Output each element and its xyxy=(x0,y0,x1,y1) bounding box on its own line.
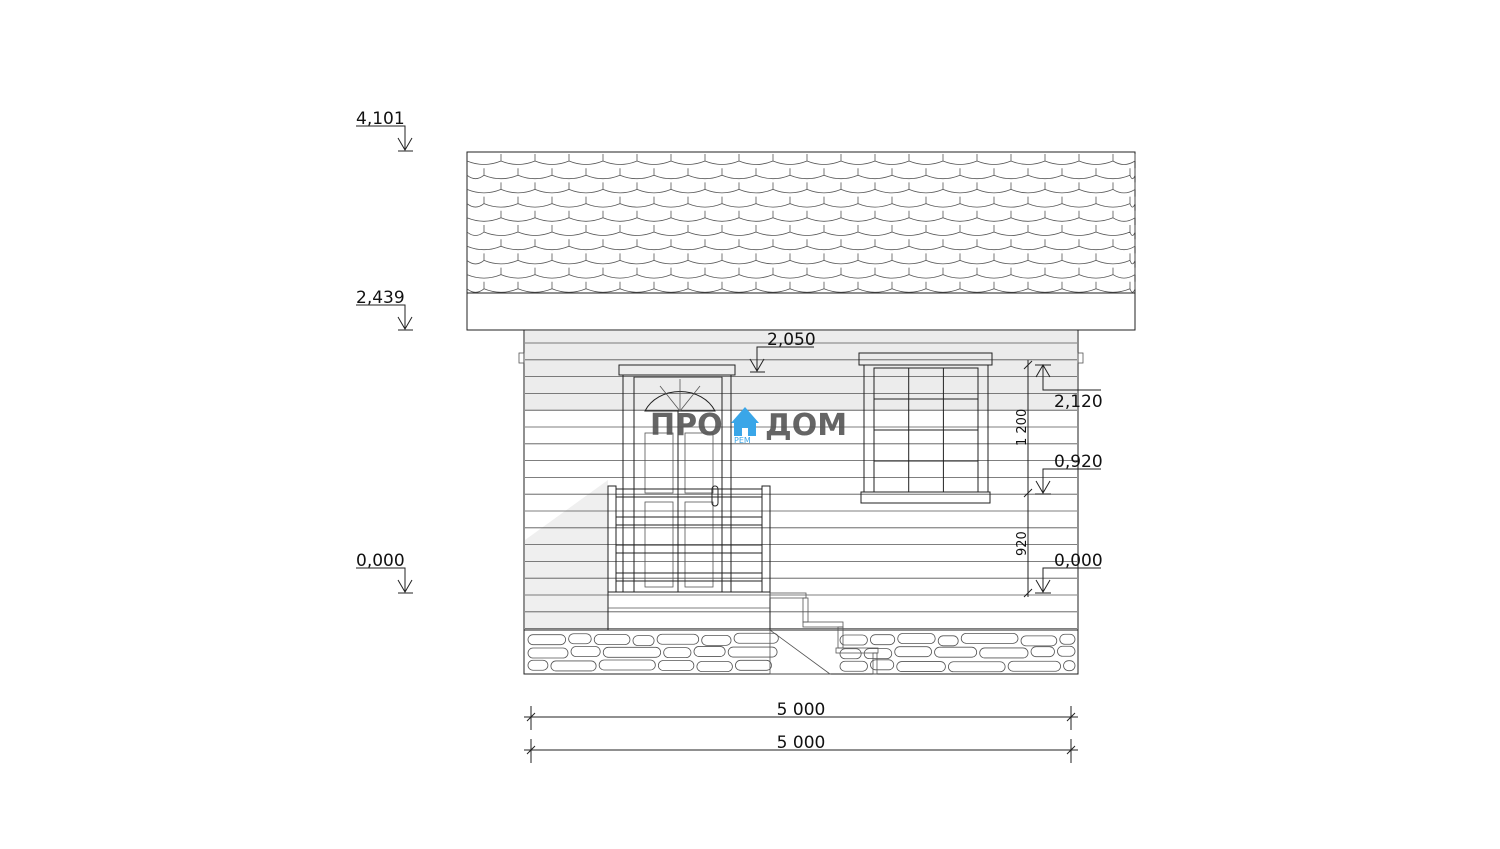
watermark-logo: ПРО РЕМ ДОМ xyxy=(650,407,847,445)
roof xyxy=(466,151,1136,331)
horizontal-dimension: 5 000 xyxy=(524,733,1078,763)
svg-text:0,000: 0,000 xyxy=(1054,551,1103,571)
house-icon xyxy=(731,407,759,436)
logo-subtext: РЕМ xyxy=(734,436,751,445)
porch xyxy=(607,485,879,675)
level-marker-right: 0,920 xyxy=(1035,452,1103,495)
svg-text:0,920: 0,920 xyxy=(1054,452,1103,472)
svg-text:5 000: 5 000 xyxy=(777,700,826,720)
stairs[interactable] xyxy=(769,592,879,675)
railing-post xyxy=(607,485,617,593)
svg-text:2,050: 2,050 xyxy=(767,330,816,350)
level-marker-right: 2,120 xyxy=(1035,364,1103,412)
window[interactable] xyxy=(858,352,993,504)
svg-text:920: 920 xyxy=(1015,531,1030,556)
shadow xyxy=(525,480,608,630)
svg-text:5 000: 5 000 xyxy=(777,733,826,753)
level-marker-left: 4,101 xyxy=(356,109,413,152)
svg-text:2,120: 2,120 xyxy=(1054,392,1103,412)
railing-post xyxy=(761,485,771,593)
roof-fascia xyxy=(466,292,1136,331)
level-marker-left: 0,000 xyxy=(356,551,413,594)
level-marker-top: 2,050 xyxy=(749,330,816,373)
wall xyxy=(518,329,1084,631)
svg-text:2,439: 2,439 xyxy=(356,288,405,308)
roof-shingles xyxy=(466,154,1136,293)
svg-text:4,101: 4,101 xyxy=(356,109,405,129)
svg-text:1 200: 1 200 xyxy=(1015,409,1030,446)
logo-text-left: ПРО xyxy=(650,408,723,443)
horizontal-dimension: 5 000 xyxy=(524,700,1078,730)
level-marker-left: 2,439 xyxy=(356,288,413,331)
stone-foundation xyxy=(523,629,1079,675)
level-marker-right: 0,000 xyxy=(1035,551,1103,594)
door-handle[interactable] xyxy=(711,485,719,507)
logo-text-right: ДОМ xyxy=(765,408,847,443)
wall-siding xyxy=(525,342,1077,629)
svg-text:0,000: 0,000 xyxy=(356,551,405,571)
railing-rail xyxy=(615,488,763,498)
vertical-dimension: 1 200 920 xyxy=(1015,360,1033,598)
